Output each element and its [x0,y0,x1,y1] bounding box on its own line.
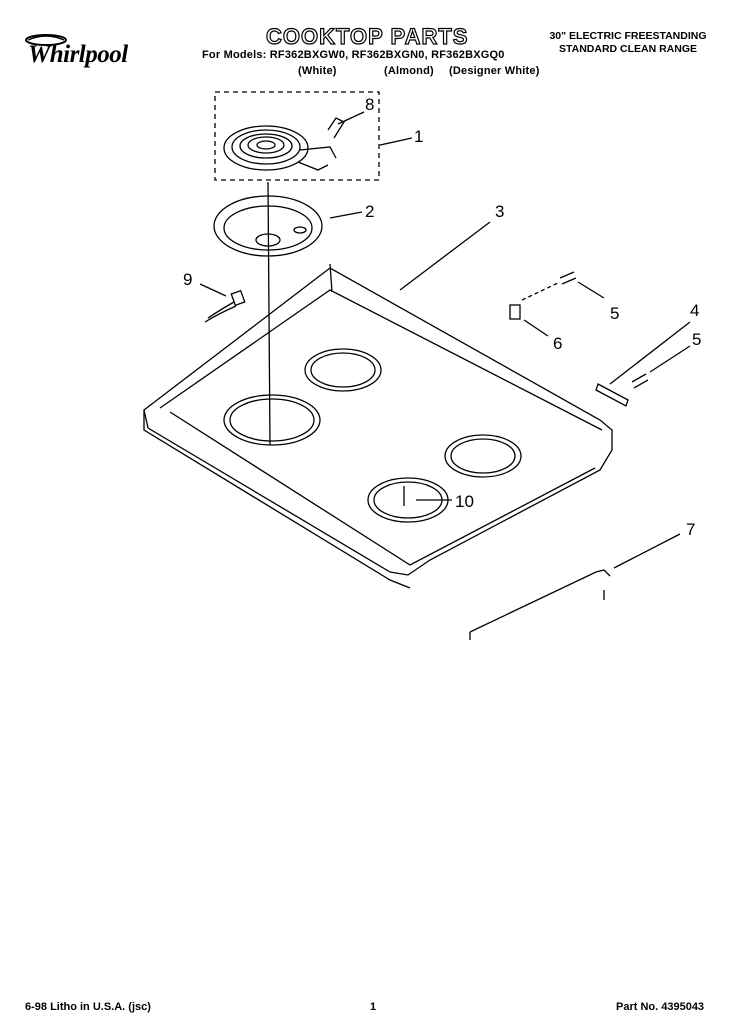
callout-10: 10 [455,492,474,511]
range-line-2: STANDARD CLEAN RANGE [558,43,698,55]
callout-5b: 5 [692,330,702,349]
bracket-6 [509,304,521,320]
receptacle [204,289,246,323]
leader-4 [609,321,691,385]
callout-3: 3 [495,202,505,221]
whirlpool-logo [18,30,148,78]
callout-7: 7 [686,520,696,539]
callout-1: 1 [414,127,424,146]
leader-9 [199,283,227,297]
leader-2 [329,211,363,219]
leader-3 [399,221,491,291]
page-title: COOKTOP PARTS [265,23,469,49]
callout-5a: 5 [610,304,620,323]
color-almond: (Almond) [384,65,434,77]
logo-swoosh-icon [25,34,67,46]
callout-4: 4 [690,301,700,320]
hinge-4 [595,383,629,407]
leader-5a [577,281,605,299]
range-line-1: 30" ELECTRIC FREESTANDING [549,30,707,42]
color-designer-white: (Designer White) [449,65,540,77]
leader-6 [523,319,549,337]
screw-5-upper [559,271,577,285]
color-white: (White) [298,65,337,77]
leader-7 [613,533,681,569]
footer-litho: 6-98 Litho in U.S.A. (jsc) [25,1001,151,1013]
support-rod-7 [469,569,611,633]
screw-5-lower [631,373,649,389]
callout-9: 9 [183,270,193,289]
callout-6: 6 [553,334,563,353]
callout-8: 8 [365,95,375,114]
leader-1 [379,137,413,146]
footer-page-number: 1 [370,1001,377,1013]
surface-element [223,117,345,171]
alignment-line [267,181,271,446]
models-line: For Models: RF362BXGW0, RF362BXGN0, RF36… [202,49,505,61]
element-group-box [214,91,380,181]
brand-name: Whirlpool [28,41,128,68]
cooktop-main [143,263,613,589]
range-description: 30" ELECTRIC FREESTANDING STANDARD CLEAN… [510,30,746,56]
callout-2: 2 [365,202,375,221]
footer-part-number: Part No. 4395043 [616,1001,705,1013]
leader-8 [337,111,365,125]
leader-5b [649,345,691,373]
